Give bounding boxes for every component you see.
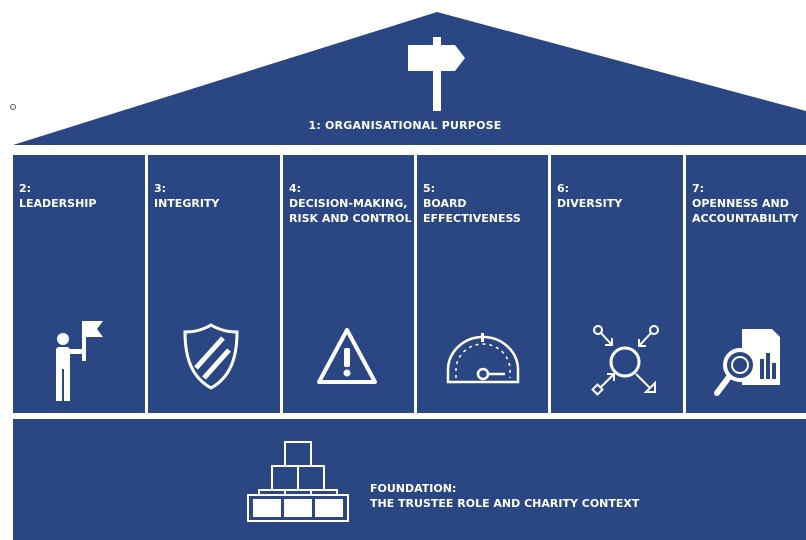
diversity-arrows-icon [591,325,659,396]
pillar-title: DECISION-MAKING, [289,197,408,210]
leader-flag-icon [56,321,103,401]
pillar-diversity: 6: DIVERSITY [551,155,683,413]
pillar-title: OPENNESS AND [692,197,789,210]
pillar-subtitle: RISK AND CONTROL [289,212,412,225]
foundation: FOUNDATION: THE TRUSTEE ROLE AND CHARITY… [13,419,806,540]
warning-triangle-icon [317,328,377,384]
pillar-title: BOARD [423,197,467,210]
roof [13,12,806,145]
stacked-blocks-icon [247,441,349,522]
pillar-number: 7: [692,182,705,195]
foundation-subtitle: THE TRUSTEE ROLE AND CHARITY CONTEXT [370,497,640,510]
pillar-title: LEADERSHIP [19,197,97,210]
pillar-title: INTEGRITY [154,197,220,210]
roof-label: 1: ORGANISATIONAL PURPOSE [308,119,502,132]
pillar-leadership: 2: LEADERSHIP [13,155,145,413]
pillar-openness-accountability: 7: OPENNESS AND ACCOUNTABILITY [686,155,806,413]
pillar-integrity: 3: INTEGRITY [148,155,280,413]
pillar-number: 5: [423,182,436,195]
pillar-decision-making: 4: DECISION-MAKING, RISK AND CONTROL [283,155,414,413]
shield-icon [183,323,239,390]
pillar-number: 6: [557,182,570,195]
foundation-title: FOUNDATION: [370,482,457,495]
speedometer-icon [446,333,520,384]
pillar-number: 2: [19,182,32,195]
pillar-number: 3: [154,182,167,195]
pillar-subtitle: ACCOUNTABILITY [692,212,799,225]
pillar-board-effectiveness: 5: BOARD EFFECTIVENESS [417,155,548,413]
pillar-title: DIVERSITY [557,197,623,210]
pillar-number: 4: [289,182,302,195]
magnifier-report-icon [714,329,780,396]
pillar-subtitle: EFFECTIVENESS [423,212,521,225]
bullet-dot [10,104,16,110]
signpost-icon [408,37,465,111]
